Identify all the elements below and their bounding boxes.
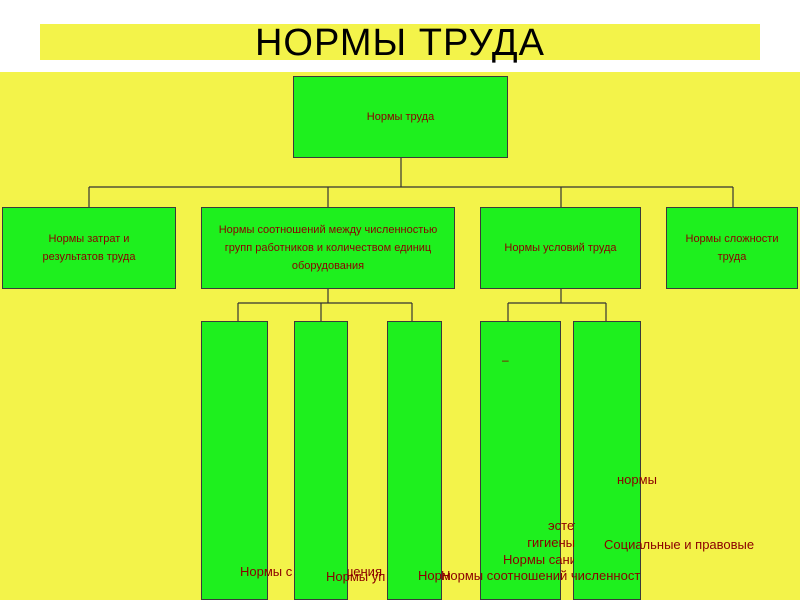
dash-mark: – <box>502 353 509 367</box>
level1-label-3: Нормы условий труда <box>504 242 617 254</box>
level2-box-5 <box>573 321 641 600</box>
text-ratio-count-b: Нормы соотношений численности <box>441 568 641 583</box>
level2-box-1 <box>201 321 268 600</box>
root-box <box>293 76 508 158</box>
level2-box-4 <box>480 321 561 600</box>
text-sanitation: Нормы санитарии <box>503 552 574 567</box>
level1-box-4 <box>666 207 798 289</box>
level1-box-2 <box>201 207 455 289</box>
level1-label-2: Нормы соотношений между численностью гру… <box>218 224 438 272</box>
text-ratio-count-a: Нормы соотношений численности <box>418 568 450 583</box>
text-ratio-right: Нормы соотношения <box>348 564 382 579</box>
level1-label-4: Нормы сложности труда <box>685 233 779 263</box>
text-hygiene: гигиены <box>527 535 575 550</box>
text-ratio-left: Нормы соотношения <box>240 564 292 579</box>
text-social-legal: Социальные и правовые <box>604 537 755 552</box>
text-manageability: Нормы управляемости <box>326 569 386 584</box>
title-bar <box>40 24 760 60</box>
text-aesthetics: эстетики <box>548 518 575 533</box>
level2-box-3 <box>387 321 442 600</box>
level1-box-3 <box>480 207 641 289</box>
slide-title: НОРМЫ ТРУДА <box>254 22 545 64</box>
level2-box-2 <box>294 321 348 600</box>
level1-box-1 <box>2 207 176 289</box>
root-label: Нормы труда <box>366 111 435 123</box>
level1-label-1: Нормы затрат и результатов труда <box>42 233 136 263</box>
text-norms: нормы <box>617 472 657 487</box>
